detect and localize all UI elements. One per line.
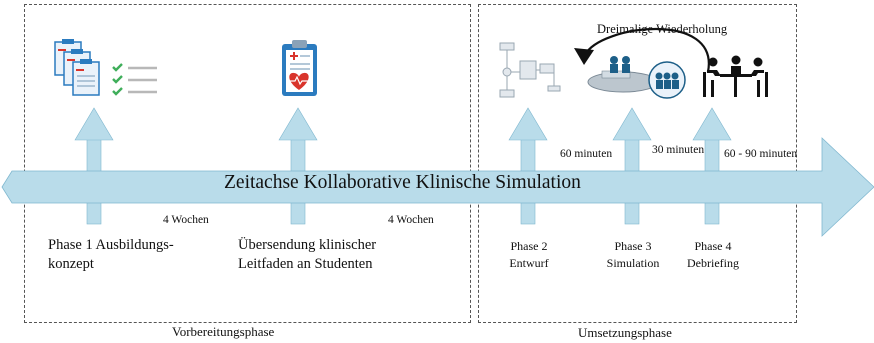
phase4-label: Phase 4 Debriefing [684,238,742,272]
phase3-label: Phase 3 Simulation [602,238,664,272]
guide-line2: Leitfaden an Studenten [238,256,373,272]
timeline-title: Zeitachse Kollaborative Klinische Simula… [224,172,581,193]
phase4-line1: Phase 4 [694,239,732,253]
documents-checklist-icon [54,39,157,96]
guide-label: Übersendung klinischer Leitfaden an Stud… [238,236,376,274]
simulation-team-icon [587,56,686,99]
section-label-implementation: Umsetzungsphase [578,325,672,340]
meeting-table-icon [703,55,768,97]
floor-plan-icon [499,42,561,98]
duration-min-c: 60 - 90 minuten [724,148,798,160]
phase2-line1: Phase 2 [510,239,548,253]
phase1-line2: konzept [48,256,94,272]
phase2-label: Phase 2 Entwurf [506,238,552,272]
up-arrow-phase1 [74,107,114,225]
phase1-label: Phase 1 Ausbildungs- konzept [48,236,174,274]
guide-line1: Übersendung klinischer [238,237,377,253]
section-label-preparation: Vorbereitungsphase [172,324,275,339]
duration-weeks-a: 4 Wochen [163,214,209,226]
up-arrow-phase2 [508,107,548,225]
preparation-phase-box [24,4,471,323]
timeline-arrow [1,137,874,237]
phase3-line2: Simulation [606,256,660,270]
phase3-line1: Phase 3 [614,239,652,253]
repetition-loop-arrow [574,28,710,73]
duration-min-b: 30 minuten [652,144,705,156]
phase4-line2: Debriefing [687,256,739,270]
clipboard-medical-icon [282,40,317,96]
phase2-line2: Entwurf [509,256,549,270]
implementation-phase-box [478,4,797,323]
repetition-label: Dreimalige Wiederholung [597,22,728,36]
up-arrow-guide [278,107,318,225]
duration-weeks-b: 4 Wochen [388,214,434,226]
phase1-line1: Phase 1 Ausbildungs- [48,237,174,253]
up-arrow-phase3 [612,107,652,225]
duration-min-a: 60 minuten [560,148,613,160]
up-arrow-phase4 [692,107,732,225]
